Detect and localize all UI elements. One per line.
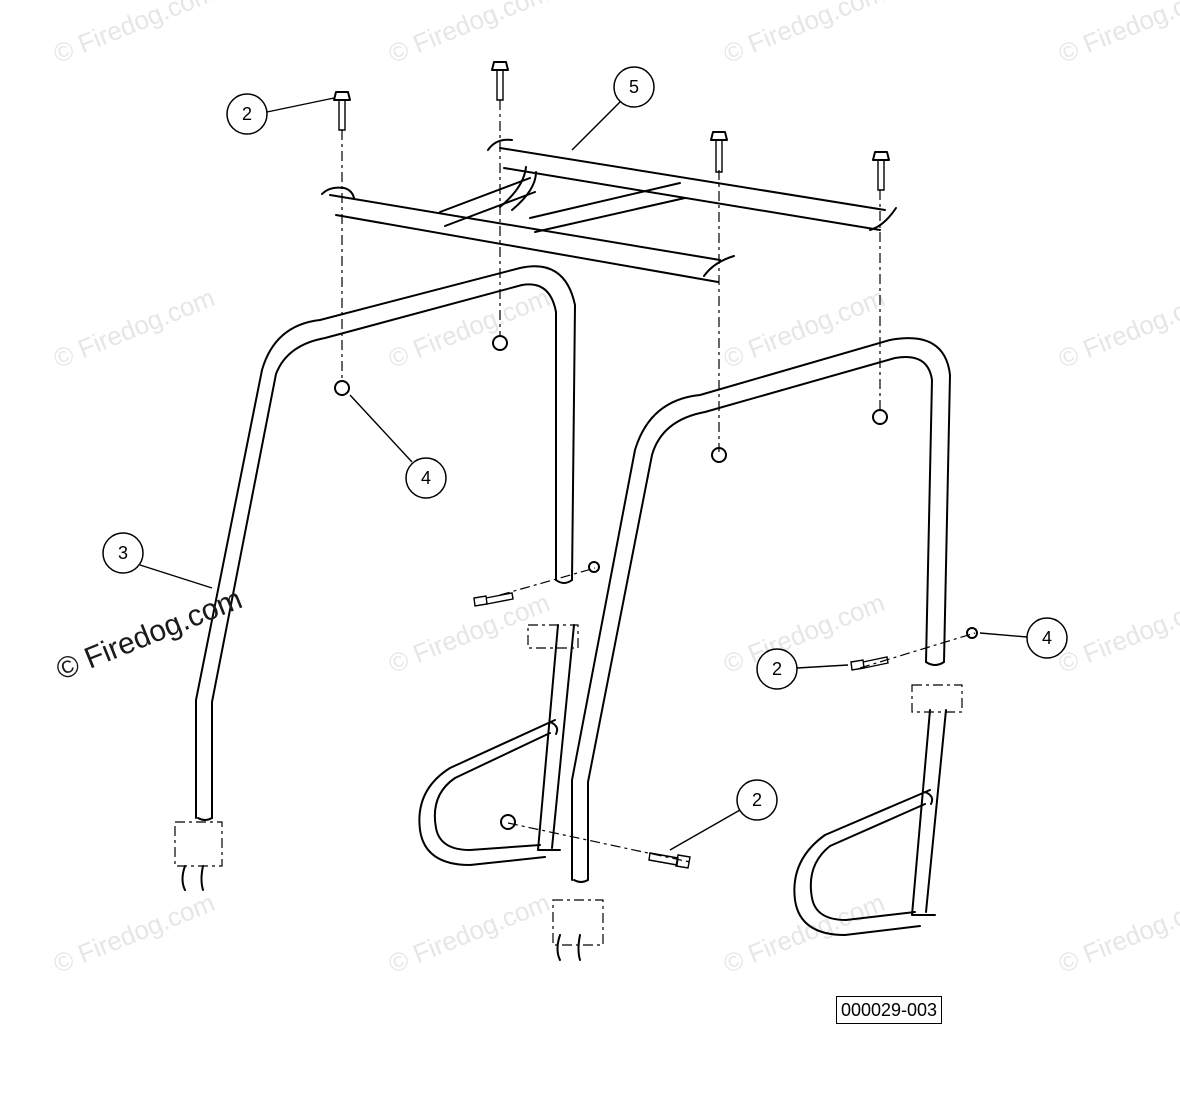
bolt: [473, 592, 514, 607]
callout-label: 4: [421, 468, 431, 488]
fasteners: [333, 61, 978, 869]
bolt: [850, 656, 889, 671]
bolt: [710, 131, 728, 173]
callout-label: 5: [629, 77, 639, 97]
callout-5: 5: [571, 66, 655, 151]
nut: [966, 627, 978, 639]
callout-4-left: 4: [349, 394, 447, 499]
callout-label: 2: [752, 790, 762, 810]
callout-2-top: 2: [226, 93, 335, 135]
nut: [500, 814, 516, 830]
nut: [334, 380, 350, 396]
callout-2-bottom: 2: [669, 779, 778, 851]
bolt: [333, 91, 351, 131]
roof-frame: [321, 138, 897, 283]
left-hoop: [181, 265, 576, 891]
nut: [711, 447, 727, 463]
nut: [492, 335, 508, 351]
bolt: [491, 61, 509, 101]
bolt: [872, 151, 890, 191]
leg-insert-guides: [174, 624, 963, 946]
callout-2-right: 2: [756, 648, 849, 690]
callout-label: 2: [772, 659, 782, 679]
bolt: [648, 852, 691, 869]
nut: [872, 409, 888, 425]
nut: [588, 561, 600, 573]
callout-3: 3: [102, 532, 213, 589]
callout-label: 2: [242, 104, 252, 124]
callout-label: 4: [1042, 628, 1052, 648]
right-hoop: [556, 337, 951, 961]
callout-label: 3: [118, 543, 128, 563]
diagram-code: 000029-003: [836, 996, 942, 1024]
alignment-lines: [341, 100, 976, 863]
callout-4-right: 4: [979, 617, 1068, 659]
